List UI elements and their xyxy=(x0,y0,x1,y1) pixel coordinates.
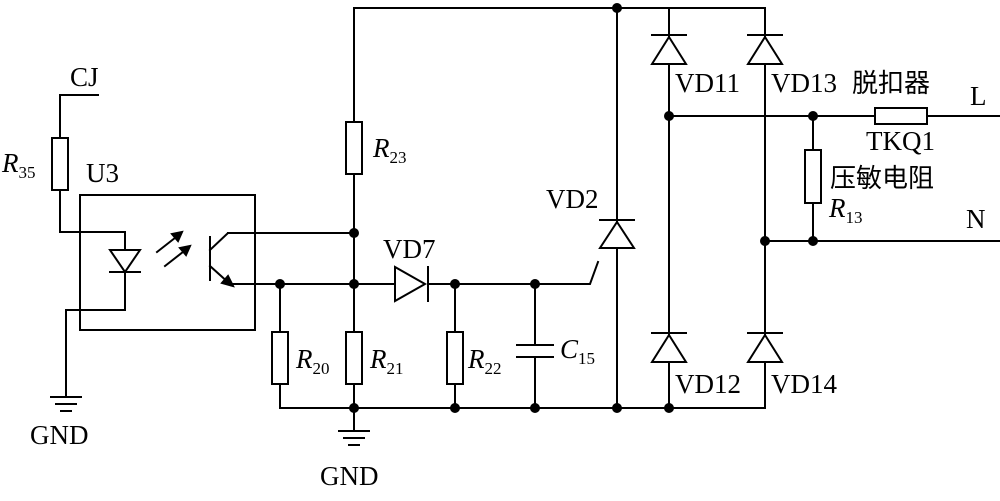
label-vd12: VD12 xyxy=(675,369,741,399)
ground-icon xyxy=(338,430,370,446)
capacitor-c15 xyxy=(516,344,554,358)
label-vd7: VD7 xyxy=(383,234,436,264)
label-tkq1: TKQ1 xyxy=(866,126,935,156)
wires xyxy=(59,7,1000,432)
label-line-n: N xyxy=(966,204,986,234)
resistor-r22 xyxy=(446,331,464,385)
resistor-r20 xyxy=(271,331,289,385)
resistor-r23 xyxy=(345,121,363,175)
diode-vd7 xyxy=(394,265,429,303)
emitter-arrow-icon xyxy=(220,274,235,288)
diode-vd14 xyxy=(746,332,784,363)
label-r35: R35 xyxy=(1,148,36,182)
thyristor-vd2 xyxy=(598,219,636,249)
label-gnd-left: GND xyxy=(30,420,89,450)
label-gnd-bottom: GND xyxy=(320,461,379,491)
diode-vd11 xyxy=(650,34,688,65)
label-cj: CJ xyxy=(70,62,99,92)
label-varistor: 压敏电阻 xyxy=(830,164,934,194)
ground-icon xyxy=(50,396,82,412)
label-line-l: L xyxy=(970,81,987,111)
led-icon xyxy=(108,249,142,274)
label-vd13: VD13 xyxy=(771,68,837,98)
varistor-r13 xyxy=(804,149,822,204)
label-vd2: VD2 xyxy=(546,184,599,214)
diode-vd13 xyxy=(746,34,784,65)
label-release: 脱扣器 xyxy=(852,69,930,99)
label-r13: R13 xyxy=(828,193,863,227)
resistor-r21 xyxy=(345,331,363,385)
label-vd14: VD14 xyxy=(771,369,837,399)
label-vd11: VD11 xyxy=(675,68,740,98)
label-r23: R23 xyxy=(372,133,407,167)
label-c15: C15 xyxy=(560,334,595,368)
optocoupler-u3 xyxy=(79,194,256,331)
optocoupler-box xyxy=(79,194,256,331)
label-u3: U3 xyxy=(86,158,119,188)
release-coil-tkq1 xyxy=(874,107,928,125)
label-r22: R22 xyxy=(467,344,502,378)
label-r21: R21 xyxy=(369,344,404,378)
junction-dots xyxy=(275,3,818,413)
label-r20: R20 xyxy=(295,344,330,378)
resistor-r35 xyxy=(51,137,69,191)
diode-vd12 xyxy=(650,332,688,363)
